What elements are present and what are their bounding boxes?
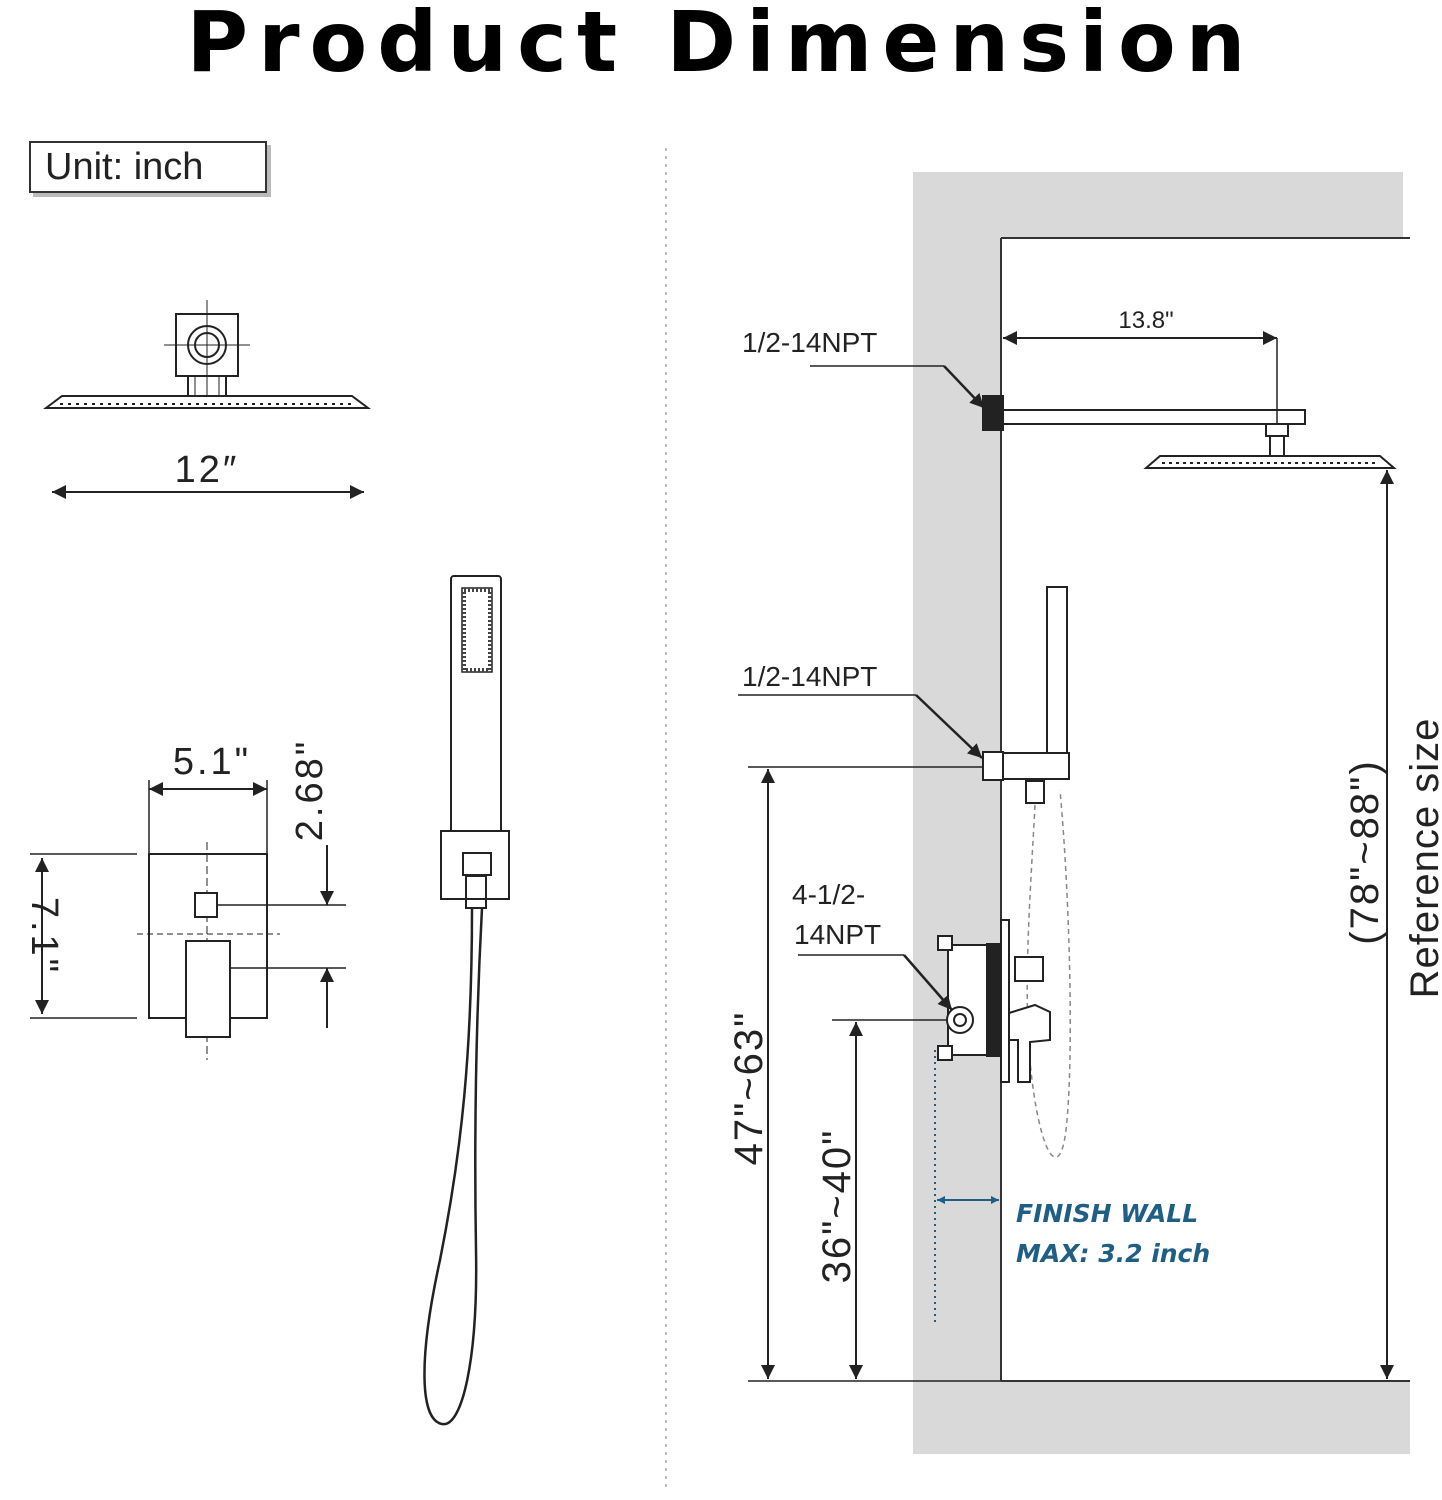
finish-wall-max-label: MAX: 3.2 inch xyxy=(1016,1239,1210,1268)
valve-thread-arrow xyxy=(903,954,953,1011)
wall-cross-section xyxy=(913,172,1001,1454)
page-title: Product Dimension xyxy=(186,0,1256,91)
hand-holder-assembly xyxy=(982,586,1070,804)
hose xyxy=(423,907,484,1426)
shower-head-top-view xyxy=(43,300,371,409)
head-height-label: (78"~88") xyxy=(1343,759,1387,944)
valve-height-label: 36"~40" xyxy=(815,1129,859,1284)
arm-thread-arrow xyxy=(943,365,985,409)
valve-thread-label-line2: 14NPT xyxy=(794,919,881,950)
hand-thread-arrow xyxy=(915,694,983,759)
finish-wall-label: FINISH WALL xyxy=(1016,1199,1198,1228)
ceiling xyxy=(1001,172,1403,238)
finish-wall-indicator xyxy=(934,1050,999,1326)
unit-label: Unit: inch xyxy=(29,141,267,193)
trim-height-label: 7.1" xyxy=(23,897,65,975)
height-extension-lines xyxy=(748,766,1001,1382)
trim-width-label: 5.1" xyxy=(173,741,251,783)
valve-assembly xyxy=(937,919,1051,1083)
reference-size-label: Reference size xyxy=(1403,718,1442,999)
hand-outlet-height-label: 47"~63" xyxy=(727,1011,771,1166)
arm-thread-label: 1/2-14NPT xyxy=(742,327,877,358)
floor xyxy=(1001,1381,1410,1454)
trim-plate xyxy=(137,842,280,1060)
arm-length-label: 13.8" xyxy=(1118,307,1173,334)
hand-thread-label: 1/2-14NPT xyxy=(742,661,877,692)
hose-side-view xyxy=(1026,789,1072,1158)
hand-shower xyxy=(440,575,510,909)
diverter-offset-label: 2.68" xyxy=(289,739,331,841)
valve-thread-label-line1: 4-1/2- xyxy=(792,879,865,910)
head-width-label: 12″ xyxy=(175,449,240,491)
shower-arm-assembly xyxy=(982,395,1397,469)
